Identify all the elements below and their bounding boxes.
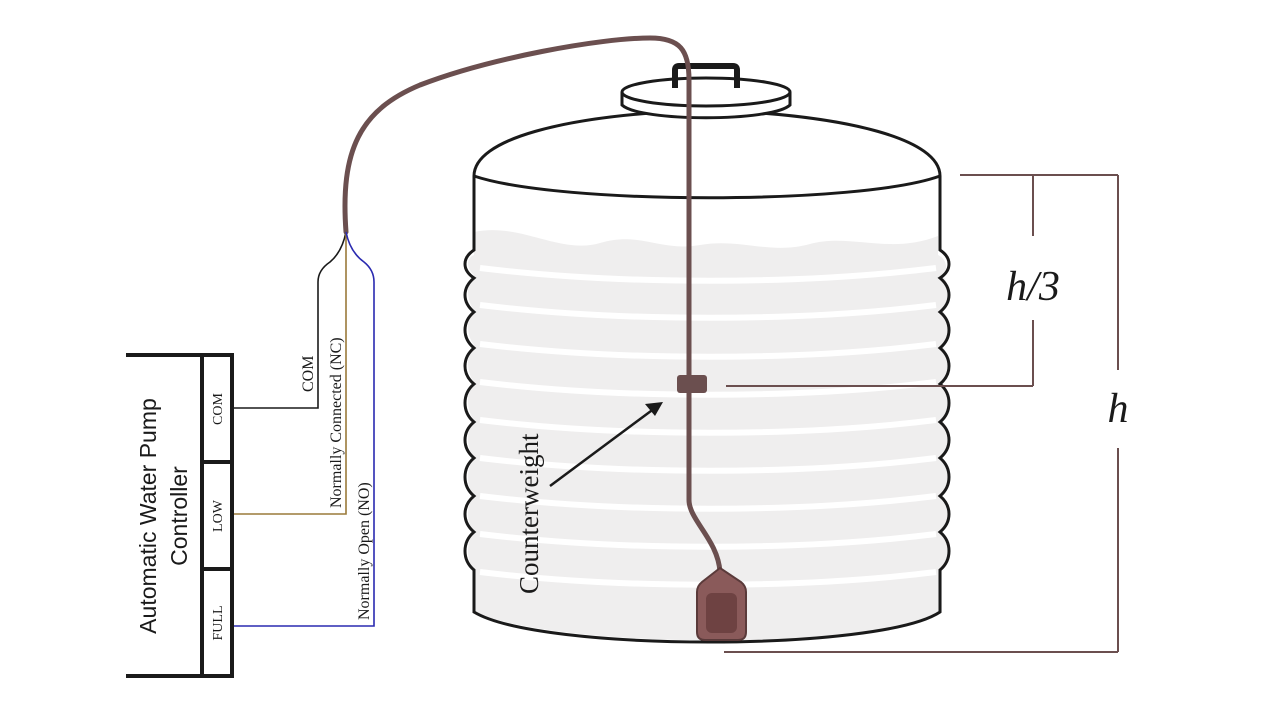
lid-handle [672, 63, 740, 88]
counterweight [677, 375, 707, 393]
float-switch-face [706, 593, 737, 633]
wire-label-nc: Normally Connected (NC) [328, 337, 345, 508]
dimension-h: h [1108, 386, 1129, 432]
wire-label-no: Normally Open (NO) [356, 482, 373, 620]
counterweight-label: Counterweight [514, 433, 544, 594]
water-tank [463, 63, 951, 644]
tank-outline [463, 108, 951, 644]
float-cable [342, 35, 723, 575]
terminal-low: LOW [211, 499, 226, 532]
controller-title-line1: Automatic Water Pump [135, 398, 161, 634]
tank-shoulder [473, 174, 941, 200]
dimension-h-third: h/3 [1006, 264, 1060, 310]
wire-no [232, 231, 375, 627]
controller-title-line2: Controller [166, 466, 192, 566]
float-switch-assembly [342, 35, 747, 641]
dimension-lines [724, 174, 1119, 653]
controller-wires [232, 231, 375, 627]
pump-controller: Automatic Water Pump Controller COM LOW … [126, 353, 234, 678]
tank-lid [620, 63, 792, 120]
wire-com [232, 231, 347, 409]
terminal-com: COM [211, 393, 226, 425]
terminal-full: FULL [211, 606, 226, 641]
counterweight-arrow [549, 402, 663, 488]
wire-nc [232, 232, 347, 515]
controller-outline [126, 353, 234, 678]
wire-label-com: COM [300, 356, 317, 392]
